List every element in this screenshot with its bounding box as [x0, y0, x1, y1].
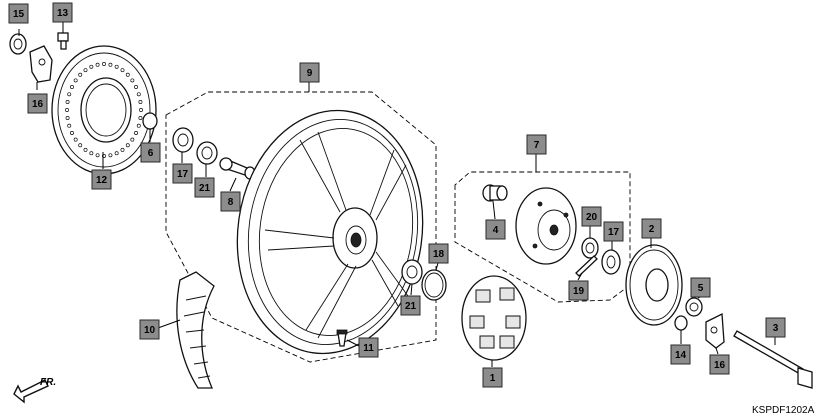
callout-label: 10	[144, 325, 156, 336]
callout-c7: 7	[526, 134, 547, 155]
callout-label: 14	[675, 350, 687, 361]
tire-10	[176, 271, 215, 389]
callout-c11: 11	[358, 337, 379, 358]
callout-label: 12	[96, 175, 108, 186]
callout-label: 15	[13, 9, 25, 20]
bearing-20	[581, 237, 599, 259]
callout-label: 11	[363, 343, 374, 354]
brake-disc	[51, 45, 157, 175]
callout-c6: 6	[140, 142, 161, 163]
callout-c12: 12	[91, 169, 112, 190]
callout-c4: 4	[485, 219, 506, 240]
callout-label: 20	[586, 212, 598, 223]
bracket-16-right	[705, 312, 725, 349]
bolt-13	[57, 32, 69, 50]
seal-21-right	[401, 259, 423, 285]
seal-21-left	[196, 141, 218, 165]
callout-label: 21	[199, 183, 211, 194]
seal-17-right	[601, 249, 621, 275]
callout-label: 16	[714, 360, 726, 371]
callout-c10: 10	[139, 319, 160, 340]
callout-c20: 20	[581, 206, 602, 227]
callout-label: 9	[307, 68, 313, 79]
sprocket-hub	[515, 187, 577, 265]
leader-line	[346, 339, 360, 347]
callout-label: 3	[773, 323, 779, 334]
valve-11	[336, 329, 348, 347]
leader-line	[435, 262, 439, 271]
front-direction-arrow: FR.	[13, 377, 56, 404]
callout-label: 19	[573, 286, 585, 297]
callout-c21b: 21	[400, 295, 421, 316]
callout-label: 6	[148, 148, 154, 159]
callout-label: 5	[698, 283, 704, 294]
callout-c17a: 17	[172, 163, 193, 184]
callout-c14: 14	[670, 344, 691, 365]
callout-label: 13	[57, 8, 69, 19]
leader-line	[577, 272, 583, 281]
callout-label: 7	[534, 140, 540, 151]
wheel-rim	[236, 109, 424, 355]
callout-c3: 3	[765, 317, 786, 338]
collar-6	[142, 112, 158, 130]
callout-c1: 1	[482, 367, 503, 388]
callout-c18: 18	[428, 243, 449, 264]
callout-c2: 2	[641, 218, 662, 239]
callout-label: 2	[649, 224, 655, 235]
callout-label: 4	[493, 225, 499, 236]
callout-c5: 5	[690, 277, 711, 298]
callout-c15: 15	[8, 3, 29, 24]
leader-line	[715, 347, 719, 355]
callout-label: 1	[490, 373, 496, 384]
direction-label: FR.	[40, 377, 56, 388]
callout-label: 17	[608, 227, 620, 238]
collar-4	[482, 184, 508, 202]
callout-label: 16	[32, 99, 44, 110]
callout-c16a: 16	[27, 93, 48, 114]
bearing-17-left	[172, 127, 194, 153]
callout-c16b: 16	[709, 354, 730, 375]
collar-5	[685, 297, 703, 317]
o-ring-18	[421, 269, 447, 301]
callout-c9: 9	[299, 62, 320, 83]
damper-1	[461, 275, 527, 361]
callout-c8: 8	[220, 191, 241, 212]
leader-line	[229, 177, 237, 192]
callout-c17b: 17	[603, 221, 624, 242]
callout-label: 18	[433, 249, 445, 260]
sprocket-2	[625, 244, 683, 326]
nut-14	[674, 315, 688, 331]
wheel-assembly-outline	[165, 91, 437, 363]
callout-c21a: 21	[194, 177, 215, 198]
spacer-8	[219, 157, 256, 180]
stud-19	[575, 255, 598, 277]
hub-assembly-outline	[454, 171, 631, 303]
callout-label: 17	[177, 169, 189, 180]
callout-c13: 13	[52, 2, 73, 23]
leader-line	[157, 319, 181, 329]
callout-c19: 19	[568, 280, 589, 301]
callout-label: 8	[228, 197, 234, 208]
leader-lines	[18, 21, 776, 367]
nut-15	[9, 33, 27, 55]
axle-3	[733, 330, 813, 389]
leader-line	[492, 200, 496, 220]
diagram-code: KSPDF1202A	[752, 405, 815, 416]
bracket-16-left	[29, 45, 53, 83]
callout-label: 21	[405, 301, 417, 312]
leader-line	[410, 283, 413, 296]
